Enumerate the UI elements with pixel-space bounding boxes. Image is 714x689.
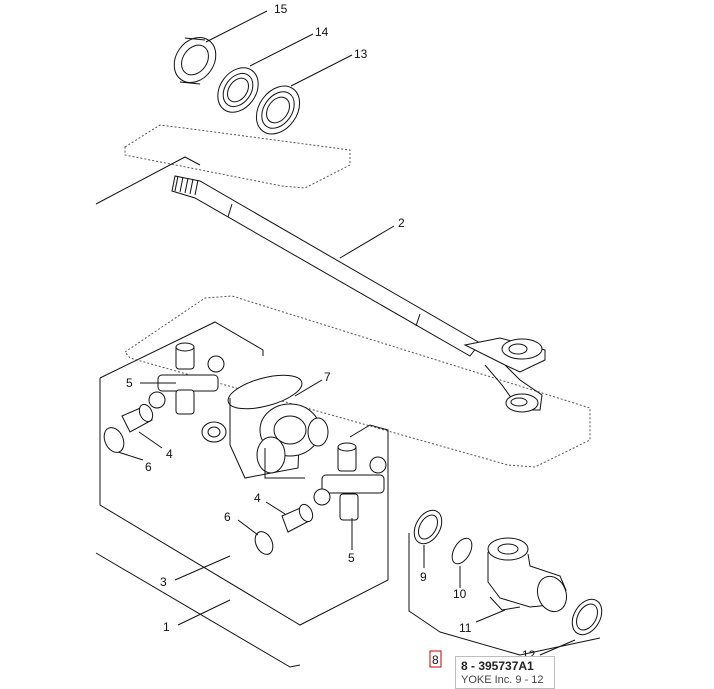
bearing-cup-4-lower xyxy=(281,503,314,533)
bearing-cup-4-upper xyxy=(121,403,154,433)
part-tooltip: 8 - 395737A1 YOKE Inc. 9 - 12 xyxy=(455,656,555,689)
callout-15[interactable]: 15 xyxy=(274,2,288,16)
snap-ring-6-lower xyxy=(254,531,274,555)
callout-6-lower[interactable]: 6 xyxy=(224,510,231,524)
callout-6-upper[interactable]: 6 xyxy=(145,460,152,474)
bracket-group-3 xyxy=(99,321,389,626)
u-joint-cross-5-lower xyxy=(313,442,387,521)
snap-ring-10 xyxy=(451,537,473,565)
callout-9[interactable]: 9 xyxy=(420,570,427,584)
seal-13 xyxy=(255,85,301,135)
callout-7[interactable]: 7 xyxy=(324,370,331,384)
callout-4-upper[interactable]: 4 xyxy=(166,447,173,461)
u-joint-cross-5-upper xyxy=(148,342,225,415)
tooltip-part-number: 8 - 395737A1 xyxy=(461,659,534,673)
callout-5-upper[interactable]: 5 xyxy=(126,376,133,390)
bracket-group-8 xyxy=(408,533,601,656)
callout-1[interactable]: 1 xyxy=(163,620,170,634)
callout-4-lower[interactable]: 4 xyxy=(254,491,261,505)
leader-lines xyxy=(117,10,576,656)
seal-9 xyxy=(413,509,443,545)
bracket-group-1 xyxy=(95,156,301,668)
snap-ring-6-upper xyxy=(103,427,125,453)
callout-2[interactable]: 2 xyxy=(398,216,405,230)
dashed-group-outline-seals xyxy=(124,124,351,189)
tooltip-description: YOKE Inc. 9 - 12 xyxy=(461,674,544,686)
callout-13[interactable]: 13 xyxy=(354,47,368,61)
callout-8-highlight-box xyxy=(429,650,442,668)
callout-3[interactable]: 3 xyxy=(160,575,167,589)
callout-labels: 15 14 13 2 7 5 4 6 4 6 5 3 1 9 10 11 12 … xyxy=(126,2,536,668)
bearing-15 xyxy=(173,37,217,85)
double-yoke-7 xyxy=(201,374,329,479)
callout-11[interactable]: 11 xyxy=(459,621,472,635)
callout-14[interactable]: 14 xyxy=(315,25,329,39)
callout-8[interactable]: 8 xyxy=(432,653,439,667)
callout-10[interactable]: 10 xyxy=(453,587,467,601)
yoke-11 xyxy=(487,537,568,613)
callout-5-lower[interactable]: 5 xyxy=(348,551,355,565)
seal-12 xyxy=(571,598,603,636)
seal-14 xyxy=(217,67,259,113)
axle-shaft-2 xyxy=(171,175,546,413)
